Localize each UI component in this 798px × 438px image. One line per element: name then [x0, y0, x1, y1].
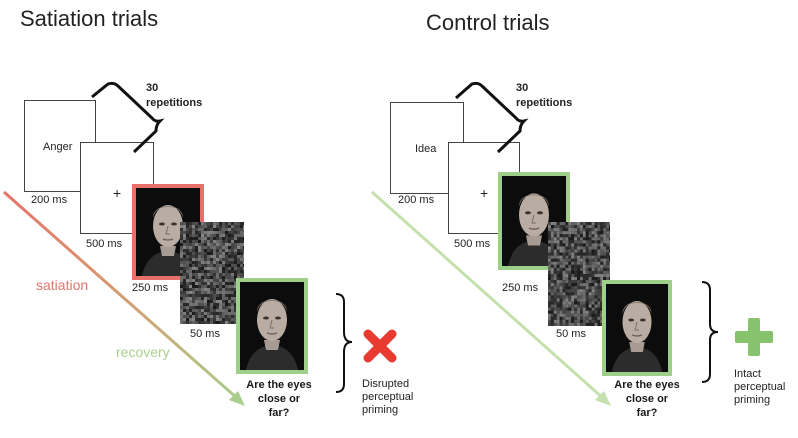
- task-question-line2: close or: [625, 393, 669, 405]
- outcome-text: Disrupted perceptual priming: [362, 378, 413, 417]
- task-question: Are the eyes close or far?: [246, 378, 312, 420]
- noise-mask-image: [180, 222, 244, 324]
- face-icon: [240, 282, 304, 370]
- fixation-cross: +: [113, 185, 122, 201]
- prime-word: Anger: [43, 141, 73, 153]
- noise-mask-image: [548, 222, 610, 326]
- outcome-line3: priming: [734, 394, 771, 406]
- target-face-image: [236, 278, 308, 374]
- duration-label-50: 50 ms: [190, 328, 220, 340]
- outcome-line1: Disrupted: [362, 378, 410, 390]
- duration-label-500: 500 ms: [86, 238, 123, 250]
- outcome-text: Intact perceptual priming: [734, 368, 785, 407]
- duration-label-250: 250 ms: [132, 282, 169, 294]
- fixation-cross: +: [480, 185, 489, 201]
- outcome-line2: perceptual: [362, 391, 414, 403]
- duration-label-50: 50 ms: [556, 328, 586, 340]
- duration-label-250: 250 ms: [502, 282, 539, 294]
- control-title: Control trials: [426, 10, 550, 35]
- noise-mask-pattern: [548, 222, 610, 326]
- repetitions-count: 30: [516, 82, 529, 94]
- prime-word: Idea: [415, 143, 437, 155]
- timeline-arrowhead: [229, 391, 245, 406]
- cross-icon: [363, 329, 397, 363]
- repetitions-count: 30: [146, 82, 159, 94]
- face-icon: [606, 284, 668, 372]
- repetitions-label: repetitions: [146, 97, 203, 109]
- task-question-line1: Are the eyes: [246, 379, 312, 391]
- outcome-brace: [335, 293, 353, 393]
- outcome-brace: [701, 281, 719, 383]
- noise-mask-pattern: [180, 222, 244, 324]
- axis-label-satiation: satiation: [36, 277, 89, 293]
- plus-icon: [735, 318, 773, 356]
- task-question-line3: far?: [636, 407, 658, 419]
- task-question: Are the eyes close or far?: [614, 378, 680, 420]
- duration-label-200: 200 ms: [31, 194, 68, 206]
- outcome-line3: priming: [362, 404, 399, 416]
- axis-label-recovery: recovery: [116, 344, 170, 360]
- outcome-line1: Intact: [734, 368, 761, 380]
- duration-label-500: 500 ms: [454, 238, 491, 250]
- satiation-title: Satiation trials: [20, 6, 159, 31]
- task-question-line2: close or: [257, 393, 301, 405]
- duration-label-200: 200 ms: [398, 194, 435, 206]
- outcome-line2: perceptual: [734, 381, 786, 393]
- timeline-arrowhead: [595, 391, 611, 406]
- task-question-line1: Are the eyes: [614, 379, 680, 391]
- task-question-line3: far?: [268, 407, 290, 419]
- target-face-image: [602, 280, 672, 376]
- repetitions-label: repetitions: [516, 97, 573, 109]
